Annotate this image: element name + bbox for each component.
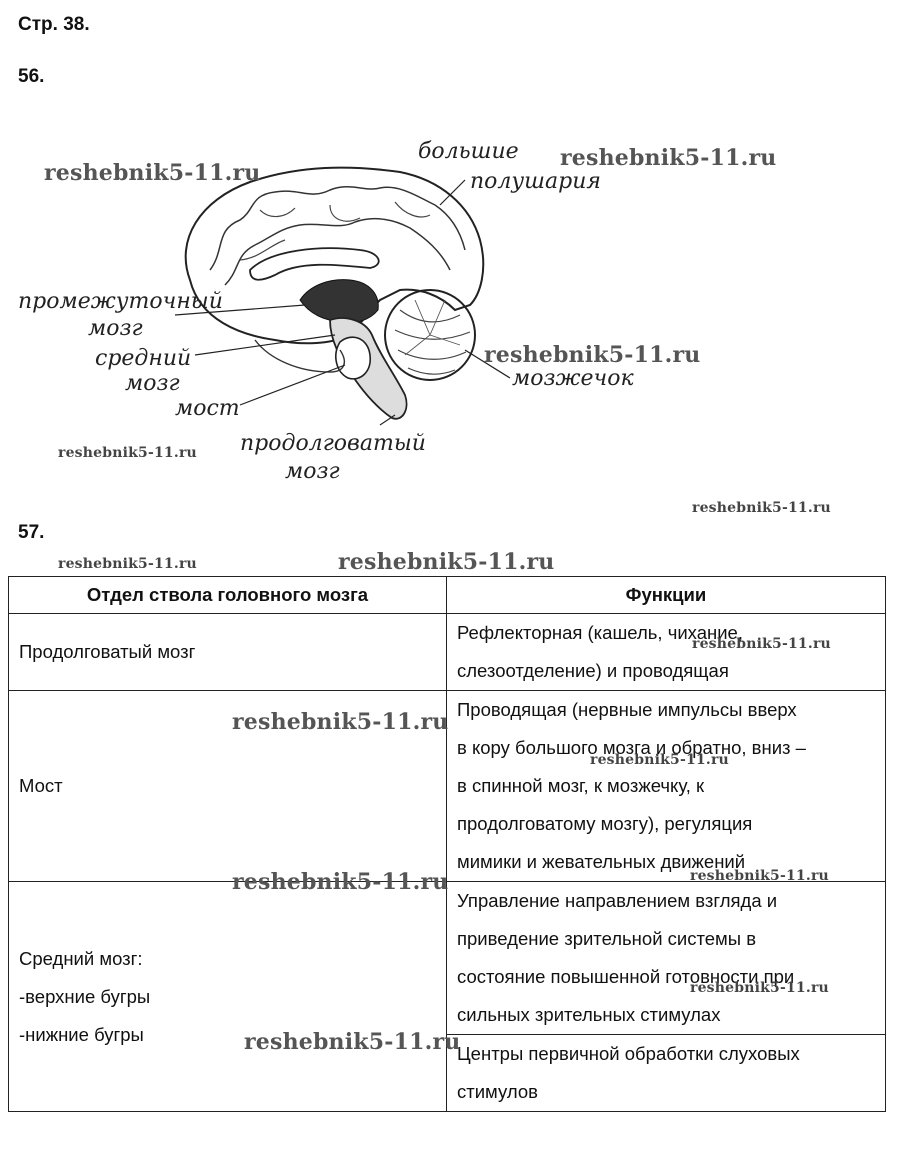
watermark: reshebnik5-11.ru [692, 500, 831, 516]
watermark: reshebnik5-11.ru [58, 556, 197, 572]
corpus-callosum [250, 248, 379, 280]
function-text: стимулов [457, 1073, 875, 1111]
label-midbrain-2: мозг [125, 371, 180, 396]
label-midbrain-1: средний [95, 346, 191, 371]
functions-cell: Рефлекторная (кашель, чихание, слезоотде… [447, 614, 886, 691]
pons [336, 337, 370, 379]
section-text: Средний мозг: [19, 940, 436, 978]
watermark: reshebnik5-11.ru [244, 1029, 460, 1055]
section-cell: Средний мозг: -верхние бугры -нижние буг… [9, 882, 447, 1112]
label-diencephalon-2: мозг [88, 316, 143, 341]
label-diencephalon-1: промежуточный [18, 289, 223, 314]
label-hemispheres-2: полушария [470, 169, 601, 194]
watermark: reshebnik5-11.ru [690, 980, 829, 996]
watermark: reshebnik5-11.ru [560, 145, 776, 171]
table-row: Средний мозг: -верхние бугры -нижние буг… [9, 882, 886, 1035]
function-text: приведение зрительной системы в [457, 920, 875, 958]
function-text: слезоотделение) и проводящая [457, 652, 875, 690]
header-functions: Функции [447, 577, 886, 614]
header-section: Отдел ствола головного мозга [9, 577, 447, 614]
watermark: reshebnik5-11.ru [484, 342, 700, 368]
function-text: Управление направлением взгляда и [457, 882, 875, 920]
diencephalon [300, 280, 378, 323]
task-number-57: 57. [18, 522, 44, 544]
label-medulla-2: мозг [285, 459, 340, 484]
table-header-row: Отдел ствола головного мозга Функции [9, 577, 886, 614]
label-pons: мост [175, 396, 240, 421]
section-text: -верхние бугры [19, 978, 436, 1016]
watermark: reshebnik5-11.ru [44, 160, 260, 186]
watermark: reshebnik5-11.ru [232, 709, 448, 735]
label-cerebellum: мозжечок [512, 366, 634, 391]
watermark: reshebnik5-11.ru [692, 636, 831, 652]
watermark: reshebnik5-11.ru [338, 549, 554, 575]
watermark: reshebnik5-11.ru [590, 752, 729, 768]
watermark: reshebnik5-11.ru [690, 868, 829, 884]
section-text: Мост [19, 767, 436, 805]
functions-cell: Проводящая (нервные импульсы вверх в кор… [447, 691, 886, 882]
section-text: Продолговатый мозг [19, 633, 436, 671]
table-row: Продолговатый мозг Рефлекторная (кашель,… [9, 614, 886, 691]
label-hemispheres-1: большие [418, 139, 519, 164]
task-number-56: 56. [18, 66, 44, 88]
function-text: в спинной мозг, к мозжечку, к [457, 767, 875, 805]
watermark: reshebnik5-11.ru [232, 869, 448, 895]
section-cell: Продолговатый мозг [9, 614, 447, 691]
label-medulla-1: продолговатый [240, 431, 426, 456]
function-text: Центры первичной обработки слуховых [457, 1035, 875, 1073]
function-text: Проводящая (нервные импульсы вверх [457, 691, 875, 729]
function-text: сильных зрительных стимулах [457, 996, 875, 1034]
functions-cell: Центры первичной обработки слуховых стим… [447, 1035, 886, 1112]
page-title: Стр. 38. [18, 14, 90, 36]
functions-cell: Управление направлением взгляда и привед… [447, 882, 886, 1035]
function-text: продолговатому мозгу), регуляция [457, 805, 875, 843]
watermark: reshebnik5-11.ru [58, 445, 197, 461]
